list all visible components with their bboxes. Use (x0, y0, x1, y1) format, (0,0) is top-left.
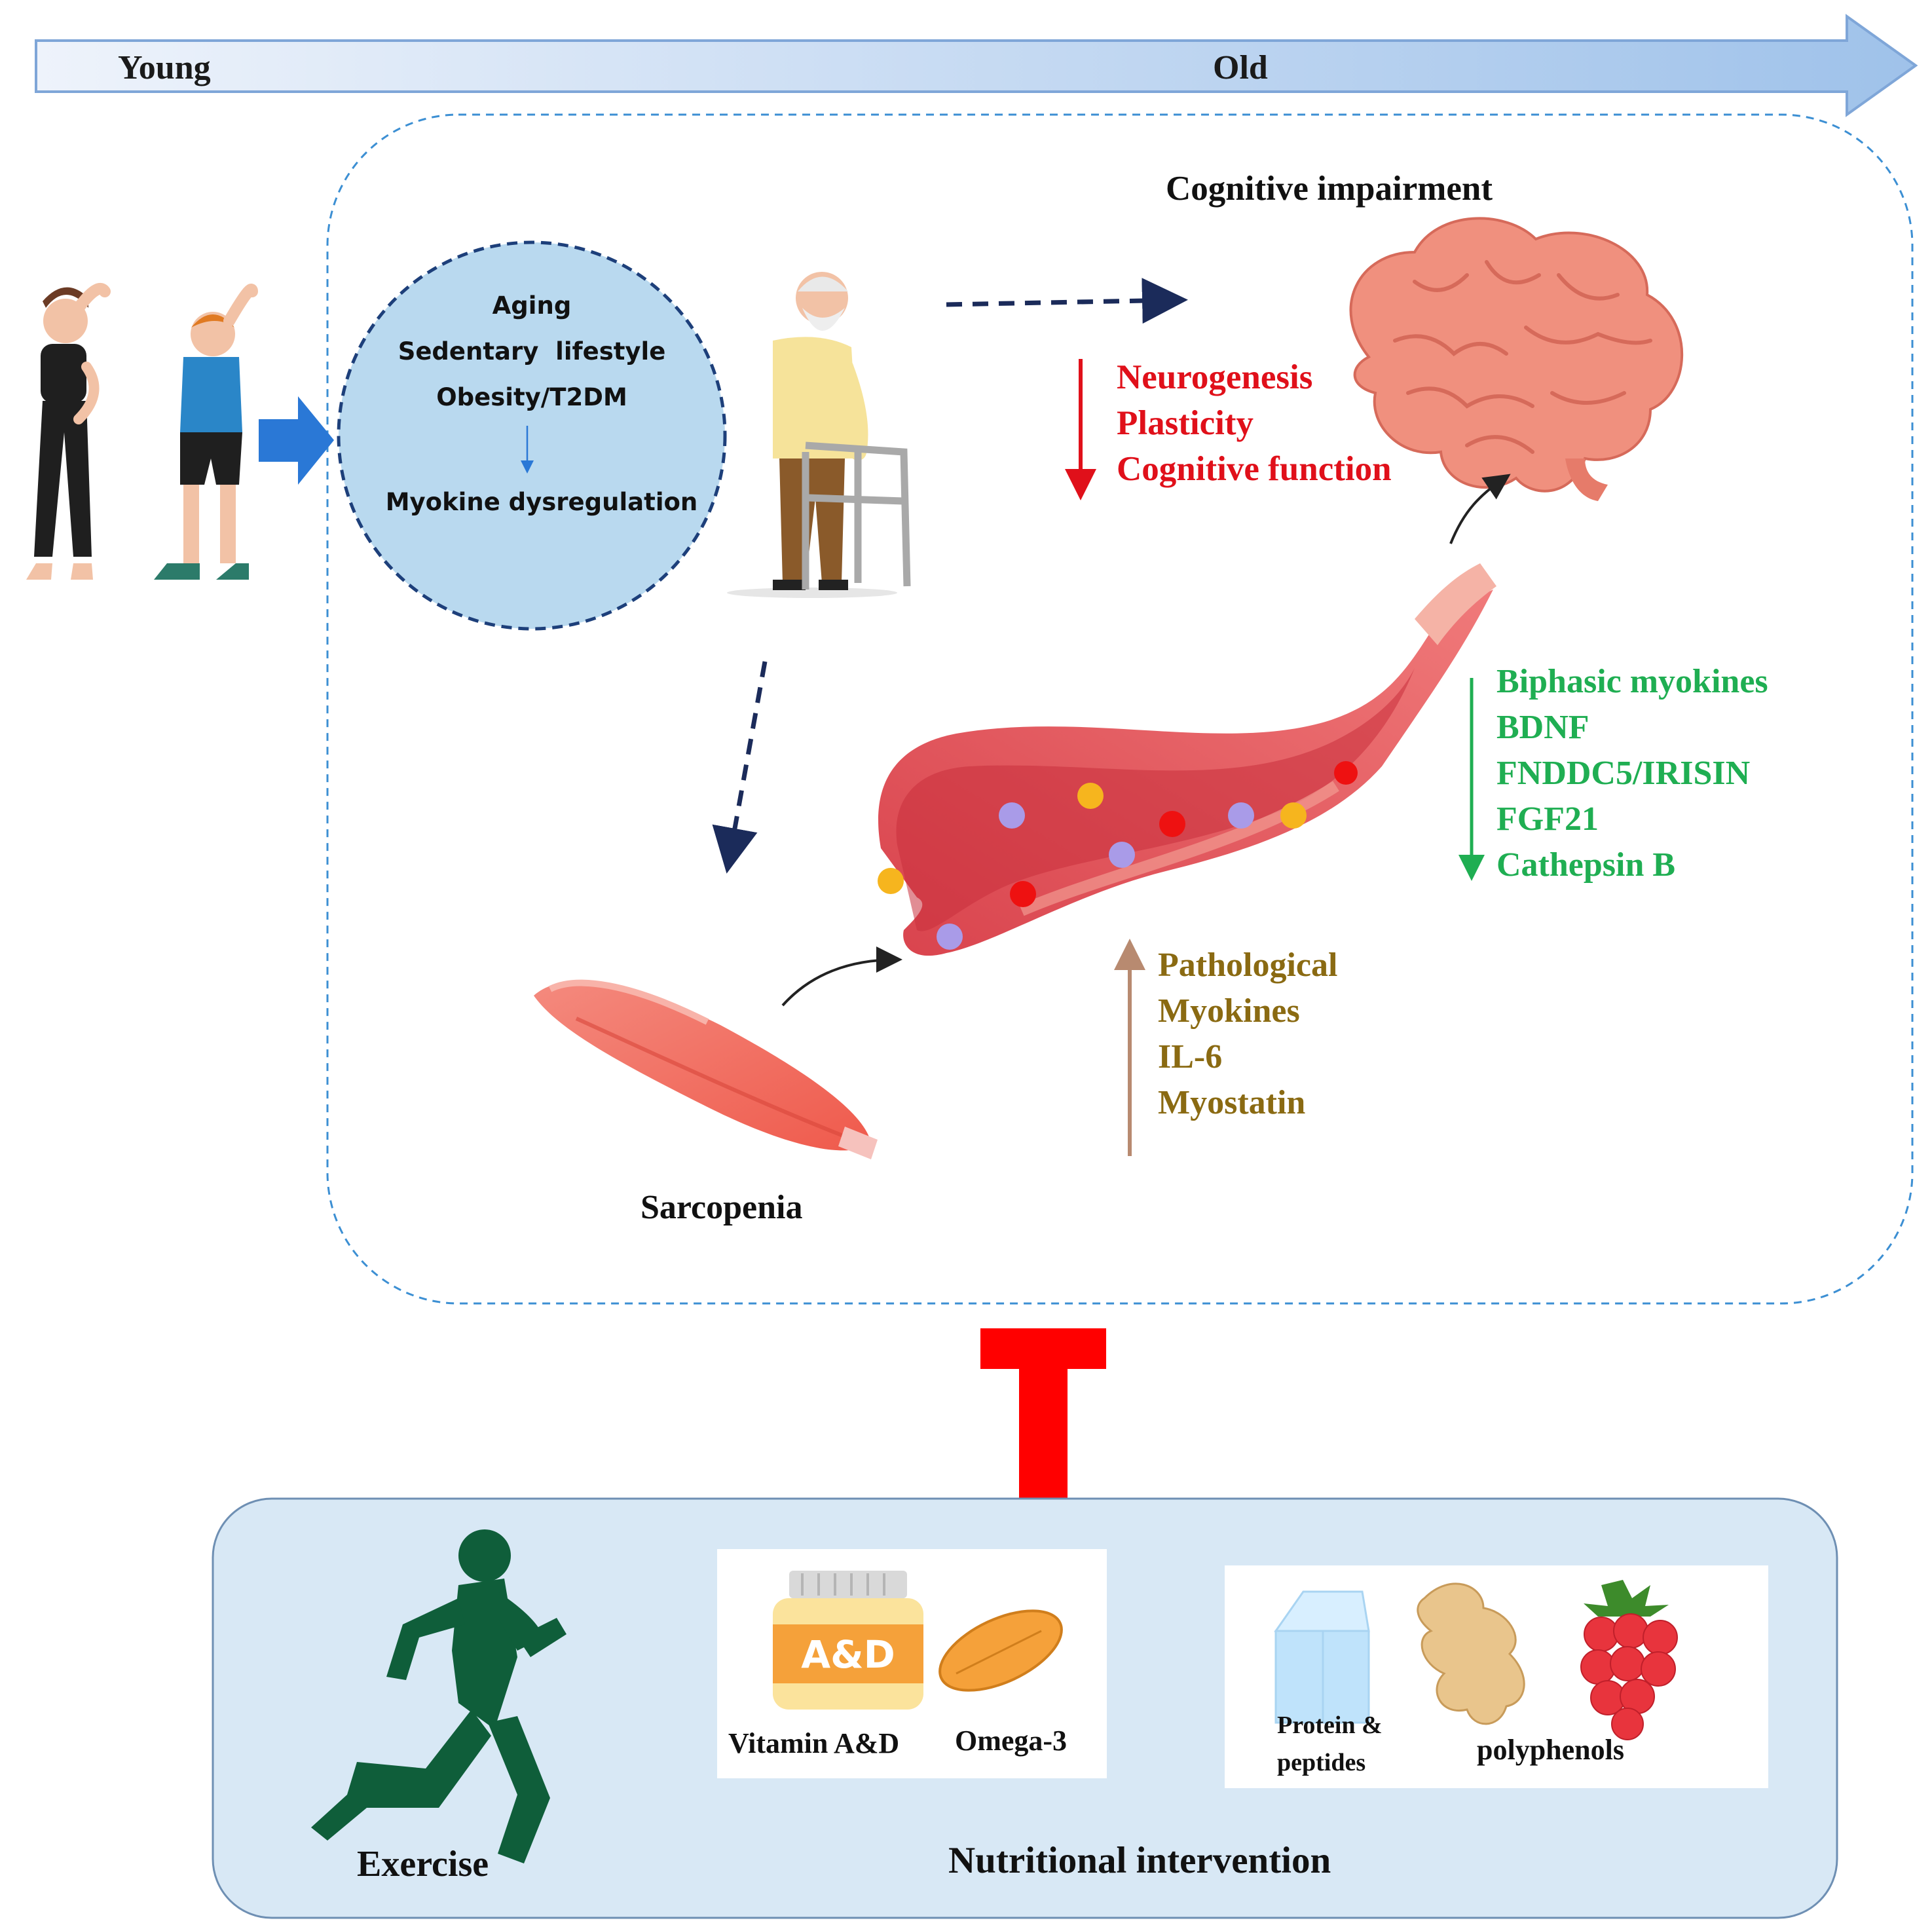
main-dashed-panel (326, 113, 1914, 1305)
il6-label: IL-6 (1158, 1038, 1223, 1076)
risk-factor-aging: Aging (492, 291, 572, 320)
exercise-label: Exercise (357, 1844, 489, 1884)
polyphenols-label: polyphenols (1477, 1734, 1624, 1766)
vitamin-jar-icon (773, 1571, 923, 1710)
cognitive-impairment-title: Cognitive impairment (1166, 170, 1493, 208)
neurogenesis-label: Neurogenesis (1117, 358, 1313, 396)
muscle-illustration (534, 979, 878, 1159)
protein-label-line1: Protein & (1277, 1712, 1383, 1739)
ginger-icon (1417, 1582, 1525, 1725)
inhibition-bar (980, 1328, 1106, 1499)
protein-label-line2: peptides (1277, 1749, 1366, 1776)
elderly-man-illustration (727, 272, 911, 598)
vitamin-jar-badge: A&D (801, 1632, 895, 1677)
muscle-to-vessel-arrow (781, 946, 902, 1007)
runner-illustration (311, 1529, 567, 1863)
blue-block-arrow (259, 396, 334, 485)
elderly-to-sarcopenia-arrow (712, 661, 768, 874)
irisin-label: FNDDC5/IRISIN (1496, 755, 1751, 792)
risk-factor-circle (337, 240, 727, 631)
myostatin-label: Myostatin (1158, 1084, 1306, 1121)
cognitive-function-label: Cognitive function (1117, 450, 1392, 488)
timeline-arrow (35, 14, 1918, 117)
milk-carton-icon (1274, 1590, 1370, 1724)
blood-vessel-illustration (878, 563, 1496, 956)
cathepsin-b-label: Cathepsin B (1496, 846, 1676, 884)
bdnf-label: BDNF (1496, 709, 1589, 746)
raspberry-icon (1580, 1580, 1678, 1740)
sarcopenia-label: Sarcopenia (641, 1189, 803, 1226)
risk-factor-sedentary: Sedentary lifestyle (398, 337, 666, 365)
vitamin-label: Vitamin A&D (728, 1727, 900, 1759)
omega3-capsule-icon (938, 1609, 1063, 1692)
brain-illustration (1349, 217, 1684, 501)
pathological-label: Pathological (1158, 946, 1338, 984)
plasticity-label: Plasticity (1117, 404, 1254, 442)
timeline-start-label: Young (118, 49, 211, 86)
myokines-label: Myokines (1158, 992, 1300, 1030)
young-people-illustration (26, 283, 258, 580)
risk-factor-obesity: Obesity/T2DM (436, 383, 627, 411)
omega3-label: Omega-3 (955, 1725, 1068, 1757)
fgf21-label: FGF21 (1496, 800, 1599, 838)
timeline-end-label: Old (1213, 49, 1268, 86)
myokine-dysregulation-label: Myokine dysregulation (385, 488, 698, 516)
elderly-to-brain-arrow (946, 278, 1188, 324)
biphasic-myokines-label: Biphasic myokines (1496, 663, 1768, 700)
nutritional-intervention-label: Nutritional intervention (948, 1840, 1331, 1881)
vessel-to-brain-arrow (1449, 474, 1511, 544)
